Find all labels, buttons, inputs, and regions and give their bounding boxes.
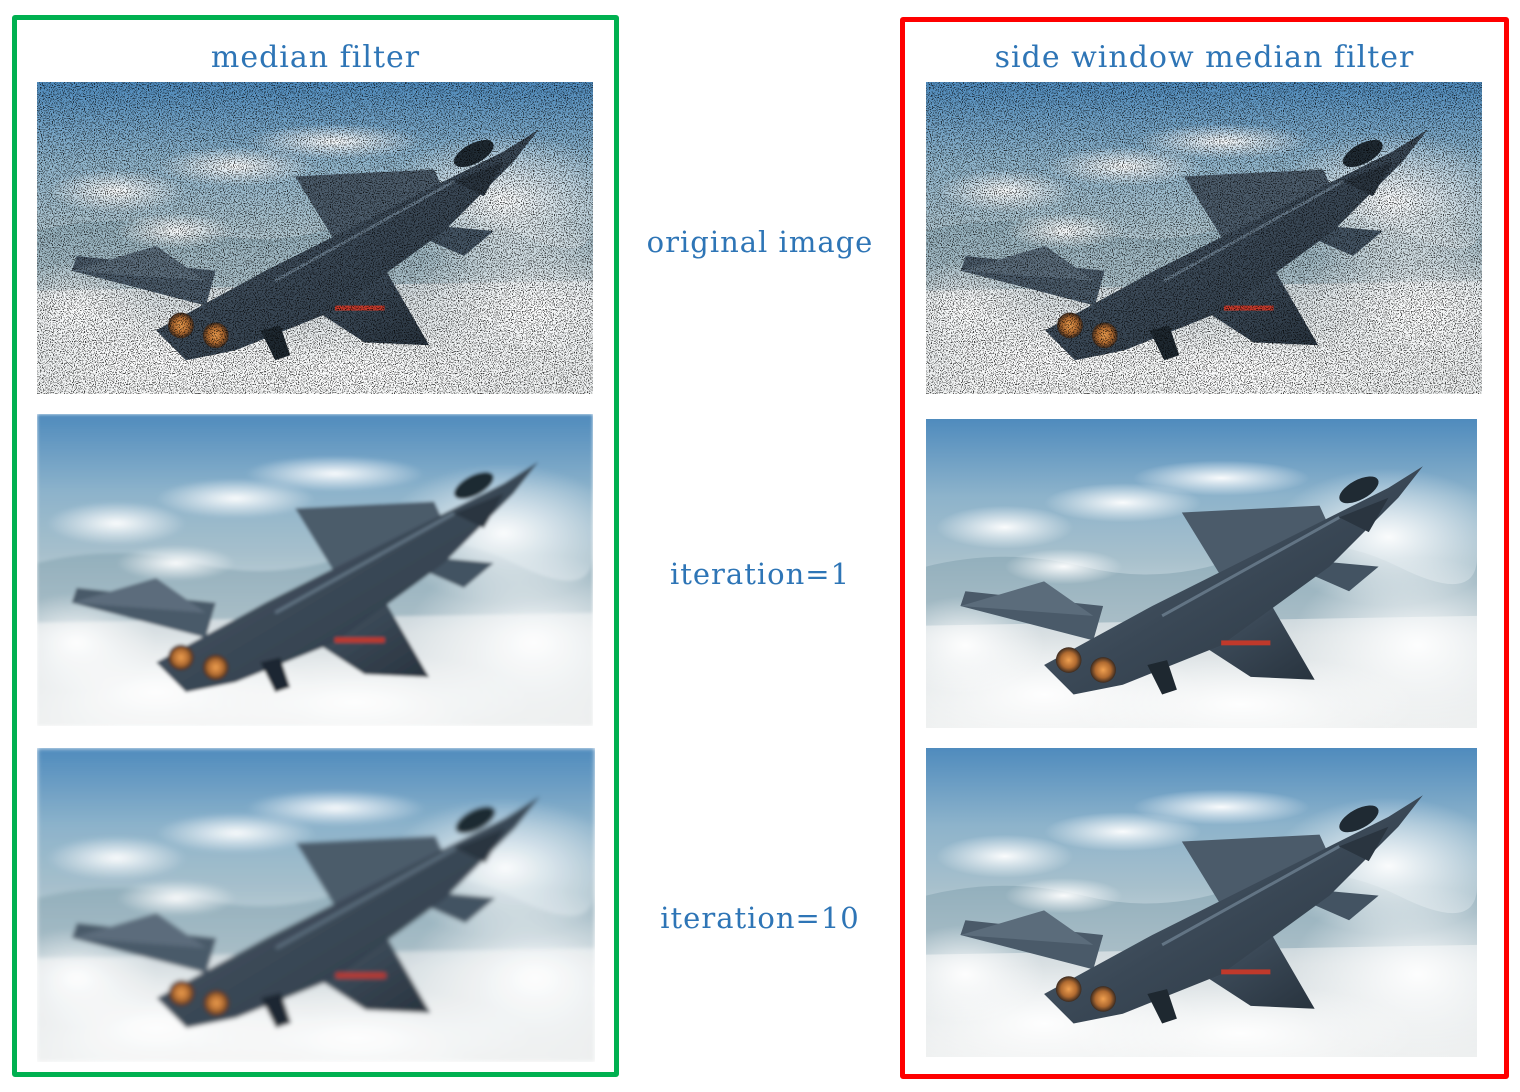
median-filter-title: median filter <box>210 40 421 75</box>
row-label-iteration-1: iteration=1 <box>669 557 851 591</box>
row-label-iteration-10: iteration=10 <box>660 901 860 935</box>
side-window-iteration-1-image <box>926 419 1477 728</box>
side-window-original-image <box>926 82 1482 394</box>
median-original-image <box>37 82 593 394</box>
side-window-iteration-10-image <box>926 748 1477 1057</box>
median-iteration-10-image <box>37 748 595 1062</box>
median-filter-panel <box>12 15 619 1077</box>
row-label-original-image: original image <box>646 225 874 259</box>
side-window-median-filter-title: side window median filter <box>994 40 1415 75</box>
side-window-median-filter-panel <box>900 17 1509 1079</box>
median-iteration-1-image <box>37 414 593 726</box>
